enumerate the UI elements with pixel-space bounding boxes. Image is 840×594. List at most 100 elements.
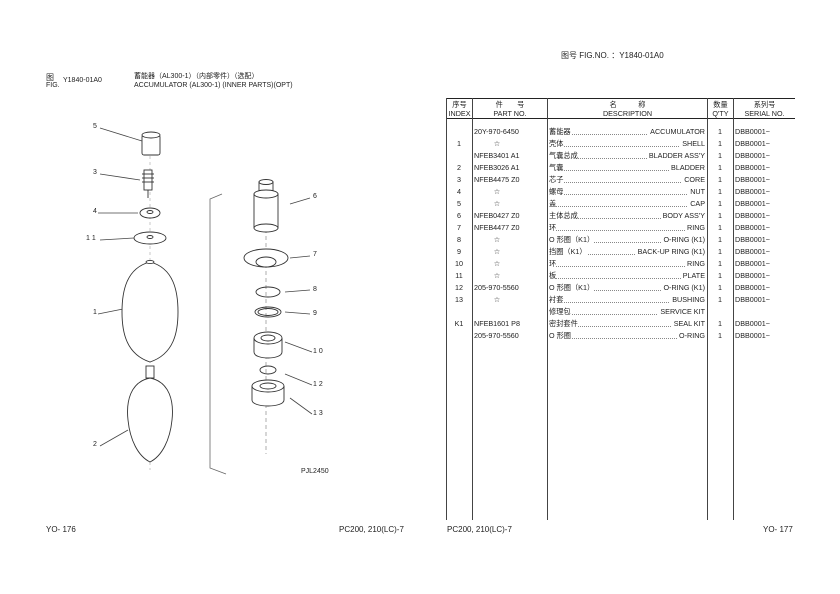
row-desc-en: O-RING — [677, 330, 705, 342]
row-description: 挡圈（K1） BACK-UP RING (K1) — [549, 246, 705, 258]
fig-number-label: 图号 FIG.NO. ：Y1840-01A0 — [561, 51, 664, 60]
star-icon: ☆ — [493, 259, 501, 268]
figure-title-en: ACCUMULATOR (AL300-1) (INNER PARTS)(OPT) — [134, 82, 293, 89]
part-no-text: NFEB4475 Z0 — [474, 175, 520, 184]
row-serial: DBB0001~ — [735, 319, 770, 328]
row-desc-cn: 挡圈（K1） — [549, 246, 587, 258]
left-page-number: YO- 176 — [46, 525, 76, 534]
callout-2: 2 — [93, 441, 97, 448]
part-8-o-ring — [255, 286, 281, 298]
dot-leader — [549, 254, 705, 255]
row-desc-en: BACK-UP RING (K1) — [635, 246, 705, 258]
row-desc-en: SERVICE KIT — [658, 306, 705, 318]
row-desc-en: CORE — [682, 174, 705, 186]
dot-leader — [549, 338, 705, 339]
row-index: K1 — [454, 319, 464, 328]
dot-leader — [549, 314, 705, 315]
header-serial-cn: 系列号 — [753, 100, 776, 109]
row-serial: DBB0001~ — [735, 331, 770, 340]
callout-1: 1 — [93, 309, 97, 316]
part-7-ring — [243, 248, 289, 268]
row-serial: DBB0001~ — [735, 223, 770, 232]
row-qty: 1 — [718, 151, 722, 160]
row-serial: DBB0001~ — [735, 283, 770, 292]
column-divider — [733, 98, 734, 520]
header-index-en: INDEX — [448, 109, 471, 118]
row-desc-en: BLADDER ASS'Y — [646, 150, 705, 162]
row-serial: DBB0001~ — [735, 295, 770, 304]
row-description: 蓄能器 ACCUMULATOR — [549, 126, 705, 138]
row-desc-cn: 气囊总成 — [549, 150, 578, 162]
part-no-text: 20Y-970-6450 — [474, 127, 519, 136]
row-qty: 1 — [718, 283, 722, 292]
row-desc-cn: 壳体 — [549, 138, 564, 150]
row-qty: 1 — [718, 163, 722, 172]
row-desc-en: ACCUMULATOR — [648, 126, 705, 138]
row-index: 3 — [457, 175, 461, 184]
star-icon: ☆ — [493, 247, 501, 256]
row-serial: DBB0001~ — [735, 127, 770, 136]
row-part-no: NFEB1601 P8 — [474, 318, 544, 330]
right-page-number: YO- 177 — [763, 525, 793, 534]
row-part-no: ☆ — [474, 294, 544, 306]
row-desc-en: NUT — [688, 186, 705, 198]
row-index: 4 — [457, 187, 461, 196]
row-index: 7 — [457, 223, 461, 232]
part-3-core — [142, 169, 154, 198]
row-index: 11 — [455, 271, 463, 280]
callout-5: 5 — [93, 123, 97, 130]
row-desc-en: RING — [685, 222, 705, 234]
table-left-rule — [446, 98, 447, 520]
row-desc-cn: O 形圈（K1） — [549, 234, 595, 246]
callout-11: 1 1 — [86, 235, 96, 242]
column-divider — [547, 98, 548, 520]
row-part-no: NFEB0427 Z0 — [474, 210, 544, 222]
row-serial: DBB0001~ — [735, 199, 770, 208]
header-desc-cn: 名 称 — [609, 100, 646, 109]
row-desc-cn: 主体总成 — [549, 210, 578, 222]
dot-leader — [549, 290, 705, 291]
row-part-no: 20Y-970-6450 — [474, 126, 544, 138]
row-part-no: 205-970-5560 — [474, 282, 544, 294]
part-2-bladder — [127, 365, 173, 463]
callout-10: 1 0 — [313, 348, 323, 355]
row-desc-cn: 蓄能器 — [549, 126, 571, 138]
row-desc-cn: 环 — [549, 222, 557, 234]
row-part-no: NFEB4477 Z0 — [474, 222, 544, 234]
header-qty-cn: 数量 — [713, 100, 728, 109]
dot-leader — [549, 146, 705, 147]
header-index-cn: 序号 — [452, 100, 467, 109]
dot-leader — [549, 194, 705, 195]
part-13-bushing — [251, 379, 285, 407]
dot-leader — [549, 278, 705, 279]
row-desc-en: PLATE — [680, 270, 705, 282]
row-index: 6 — [457, 211, 461, 220]
part-no-text: 205-970-5560 — [474, 331, 519, 340]
part-no-text: NFEB3026 A1 — [474, 163, 520, 172]
table-header-rule — [447, 118, 795, 119]
fig-label-cn: 图 — [46, 73, 54, 82]
row-description: O 形圈（K1）O-RING (K1) — [549, 234, 705, 246]
fig-number: Y1840-01A0 — [63, 77, 102, 84]
row-part-no: NFEB3401 A1 — [474, 150, 544, 162]
callout-9: 9 — [313, 310, 317, 317]
dot-leader — [549, 242, 705, 243]
